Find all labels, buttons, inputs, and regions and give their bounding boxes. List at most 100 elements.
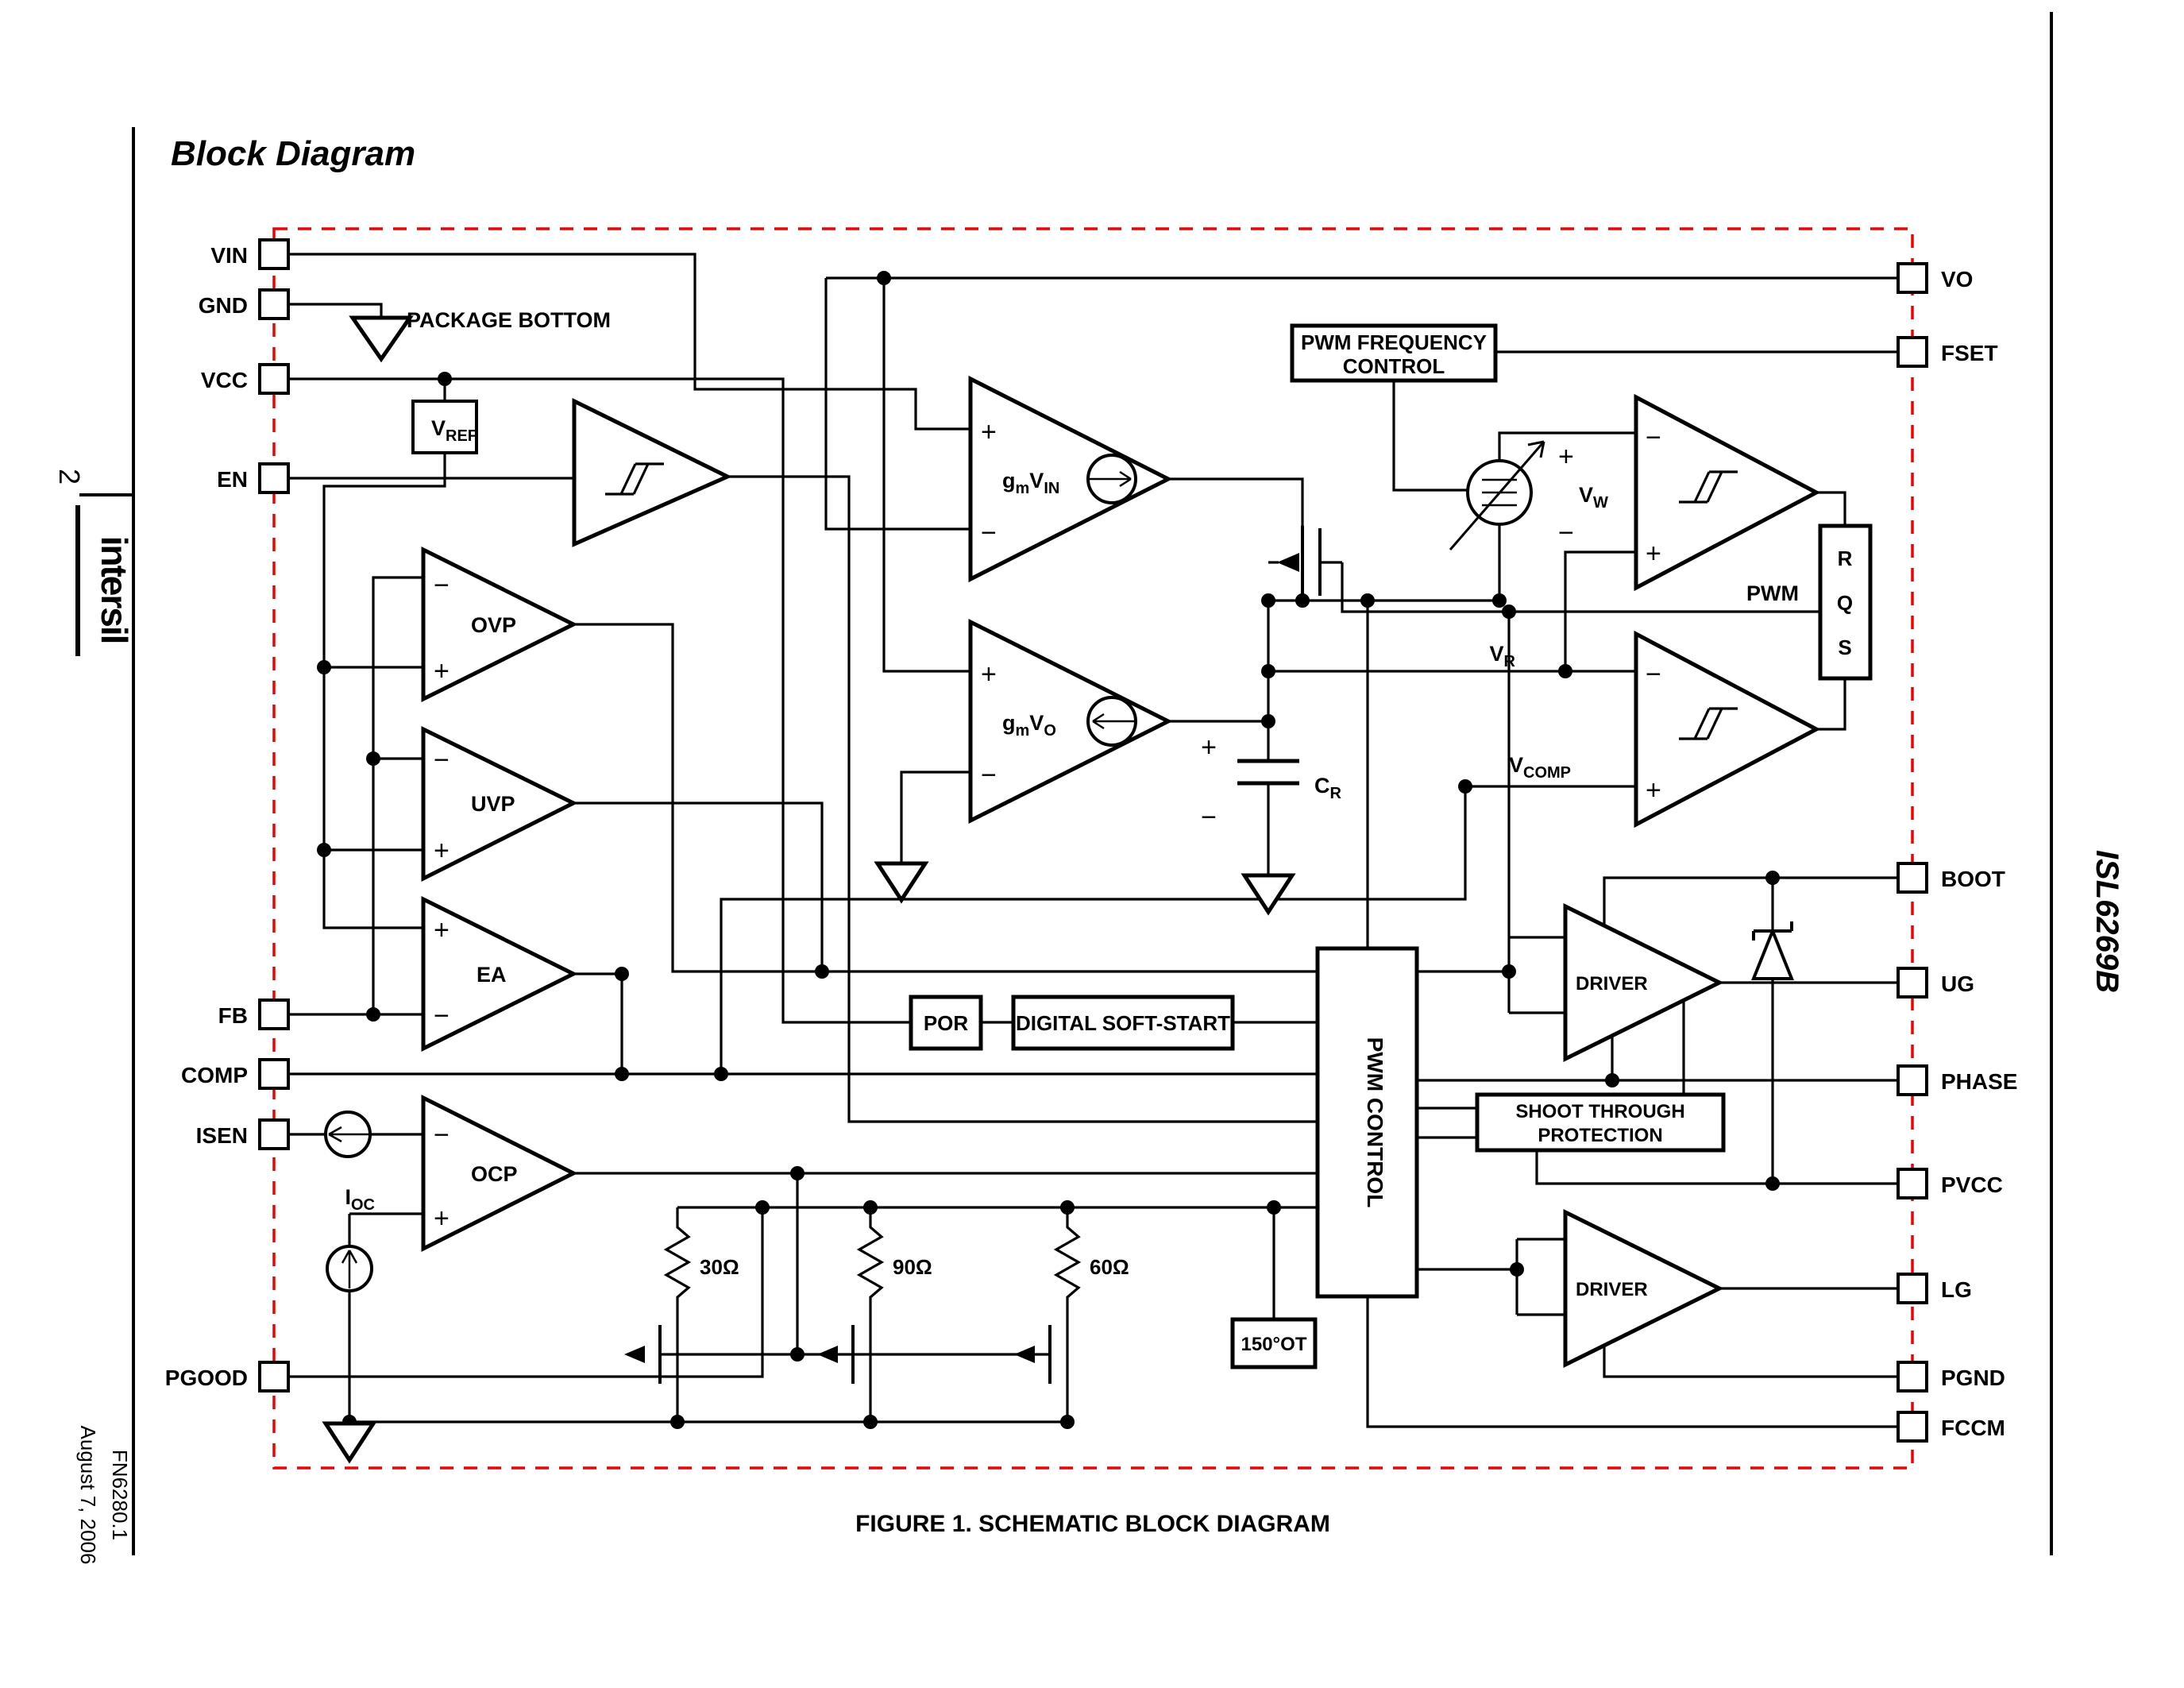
ovp-plus: + <box>434 656 450 686</box>
ocp-plus: + <box>434 1203 450 1234</box>
resistor-30 <box>663 1207 692 1422</box>
hysteresis-icon-reset <box>1679 707 1738 740</box>
wire-vo-gmvo <box>882 278 970 673</box>
vw-minus: − <box>1558 518 1574 548</box>
pins-right: VO FSET BOOT UG PHASE PVCC LG PGND FCCM <box>1897 262 2017 1443</box>
ground-icon-ioc <box>322 1421 377 1464</box>
pin-en <box>258 462 290 494</box>
setcomp-plus: + <box>1646 539 1661 569</box>
resistor-30-label: 30Ω <box>700 1255 739 1279</box>
gmvo-amplifier <box>968 618 1173 825</box>
pin-vo-label: VO <box>1941 267 1973 292</box>
wire-pgnd <box>1603 1342 1912 1378</box>
wire-gmvo-gnd <box>900 771 970 862</box>
doc-date: August 7, 2006 <box>76 1426 100 1565</box>
ovp-label: OVP <box>471 613 516 637</box>
pin-pvcc-label: PVCC <box>1941 1172 2003 1197</box>
pin-lg <box>1897 1273 1928 1304</box>
ground-icon-gmvo <box>874 861 929 904</box>
pin-phase <box>1897 1064 1928 1096</box>
wire-fb-ovp <box>372 576 423 1014</box>
mosfet-arrow-icon <box>1277 553 1299 572</box>
resistor-90 <box>856 1207 885 1422</box>
wire-pvcc <box>1535 1150 1912 1185</box>
pin-pgood <box>258 1361 290 1393</box>
ea-minus: − <box>434 1001 450 1031</box>
ground-icon-cr <box>1241 873 1296 916</box>
por-block <box>909 995 983 1051</box>
capacitor-cr: + − CR <box>1201 732 1341 832</box>
gmvo-minus: − <box>981 760 997 790</box>
wire-vref-net <box>322 453 446 929</box>
set-comparator <box>1634 393 1821 592</box>
pwm-frequency-control-block <box>1290 323 1498 383</box>
wire-pgood <box>274 1207 764 1378</box>
pins-left: VIN GND VCC EN FB COMP ISEN PGOOD <box>165 238 290 1393</box>
cr-label: CR <box>1314 774 1342 802</box>
pin-isen-label: ISEN <box>196 1123 248 1148</box>
vw-label: VW <box>1579 483 1608 512</box>
pin-en-label: EN <box>217 467 248 492</box>
pin-fccm-label: FCCM <box>1941 1416 2005 1440</box>
pin-ug-label: UG <box>1941 971 1974 996</box>
page-number: 2 <box>53 469 86 485</box>
ea-plus: + <box>434 915 450 945</box>
gmvo-plus: + <box>981 659 997 689</box>
por-label: POR <box>924 1011 969 1035</box>
pin-pgood-label: PGOOD <box>165 1365 248 1390</box>
pin-vin <box>258 238 290 270</box>
ocp-label: OCP <box>471 1162 518 1186</box>
vr-net-label: VR <box>1490 642 1516 670</box>
rqs-s: S <box>1838 635 1851 659</box>
uvp-plus: + <box>434 836 450 866</box>
wire-ovp-out <box>573 623 1318 973</box>
resistor-60 <box>1053 1207 1082 1422</box>
pin-gnd <box>258 288 290 320</box>
pin-phase-label: PHASE <box>1941 1069 2017 1094</box>
gmvin-label: gmVIN <box>1002 469 1059 497</box>
ic-boundary <box>272 227 1914 1470</box>
rqs-latch-block <box>1818 523 1873 681</box>
wires <box>274 253 1912 1428</box>
hysteresis-icon-set <box>1679 470 1738 504</box>
reset-comparator <box>1634 630 1821 829</box>
cr-minus: − <box>1201 802 1217 832</box>
shoot-through-line1: SHOOT THROUGH <box>1515 1101 1684 1122</box>
driver-upper <box>1563 902 1724 1063</box>
wire-uvp-out <box>573 802 824 971</box>
wire-en-out <box>727 475 1318 1123</box>
brand-logo: intersil <box>94 536 135 643</box>
wire-fccm <box>1366 1296 1912 1428</box>
ovp-minus: − <box>434 570 450 601</box>
ot-label: 150°OT <box>1241 1334 1307 1355</box>
pwm-control-block <box>1315 946 1419 1299</box>
driver-lower <box>1563 1208 1724 1369</box>
wire-setcomp-r <box>1816 491 1846 526</box>
wire-rstcomp-s <box>1816 678 1846 731</box>
gmvo-arrow <box>1092 713 1134 730</box>
driver-lower-label: DRIVER <box>1576 1279 1648 1300</box>
pwm-control-label: PWM CONTROL <box>1363 1037 1387 1208</box>
vref-v: V <box>431 416 446 440</box>
gmvin-arrow <box>1090 470 1132 488</box>
part-number: ISL6269B <box>2089 850 2124 993</box>
pin-comp <box>258 1058 290 1090</box>
pin-isen <box>258 1118 290 1150</box>
ea-label: EA <box>477 963 507 987</box>
wire-vcc-por <box>274 377 911 1024</box>
mosfet-ramp-reset <box>1268 526 1342 601</box>
pin-pgnd <box>1897 1361 1928 1393</box>
pwm-freq-line2: CONTROL <box>1343 354 1445 378</box>
pin-pvcc <box>1897 1168 1928 1199</box>
pin-comp-label: COMP <box>181 1063 248 1087</box>
resistor-90-label: 90Ω <box>893 1255 932 1279</box>
resistor-60-label: 60Ω <box>1090 1255 1129 1279</box>
pin-boot-label: BOOT <box>1941 867 2005 891</box>
shoot-through-block <box>1475 1092 1726 1153</box>
pin-vo <box>1897 262 1928 294</box>
pin-vcc <box>258 363 290 395</box>
doc-number: FN6280.1 <box>108 1450 132 1540</box>
pin-lg-label: LG <box>1941 1277 1972 1302</box>
soft-start-label: DIGITAL SOFT-START <box>1016 1011 1230 1035</box>
